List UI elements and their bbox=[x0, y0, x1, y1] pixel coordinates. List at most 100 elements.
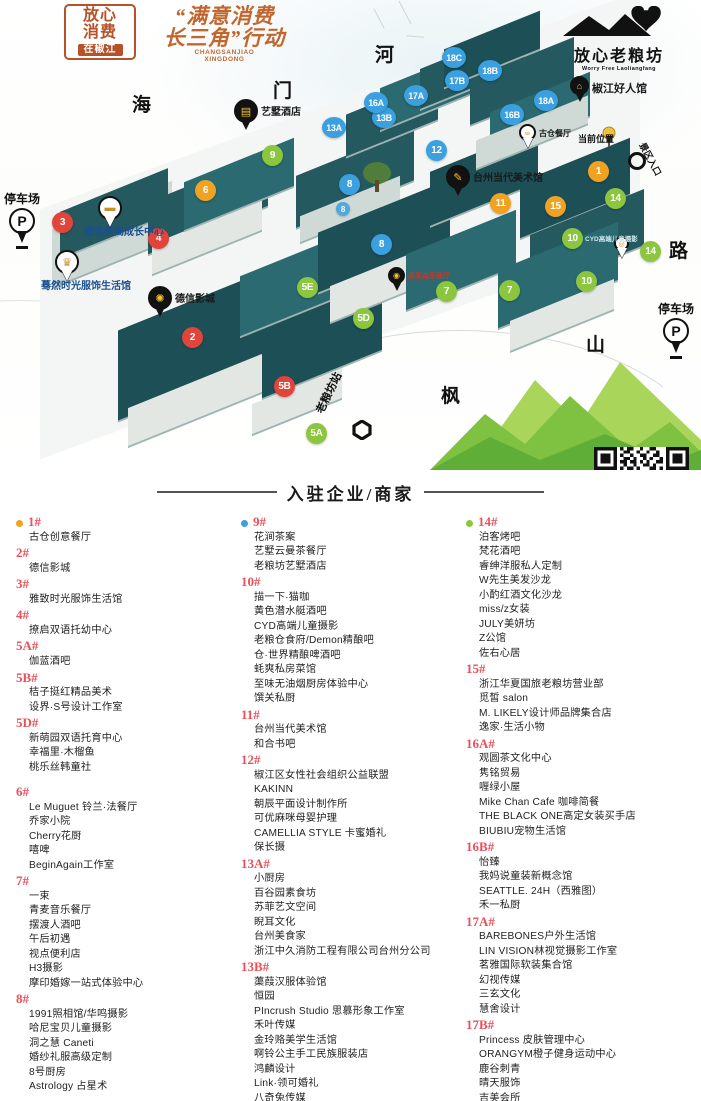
map-pin-hotel[interactable]: ▤ 艺墅酒店 bbox=[234, 99, 301, 130]
group-number[interactable]: 16B# bbox=[466, 839, 495, 855]
directory-entry[interactable]: 8号厨房 bbox=[29, 1066, 67, 1078]
directory-entry[interactable]: 古仓创意餐厅 bbox=[29, 531, 92, 543]
directory-entry[interactable]: 睿绅洋服私人定制 bbox=[479, 560, 563, 572]
map-pin-fashion[interactable]: ♛ 蓦然时光服饰生活馆 bbox=[41, 250, 131, 292]
directory-entry[interactable]: 和合书吧 bbox=[254, 738, 296, 750]
directory-entry[interactable]: 金玲赂美学生活馆 bbox=[254, 1034, 338, 1046]
directory-entry[interactable]: 保长摄 bbox=[254, 842, 286, 854]
directory-entry[interactable]: 啊铃公主手工民族服装店 bbox=[254, 1049, 369, 1061]
directory-entry[interactable]: 怡臻 bbox=[479, 856, 500, 868]
directory-entry[interactable]: 喱绿小屋 bbox=[479, 782, 521, 794]
directory-entry[interactable]: 嘻啤 bbox=[29, 845, 50, 857]
building-badge-11[interactable]: 11 bbox=[490, 193, 511, 214]
directory-entry[interactable]: 椒江区女性社会组织公益联盟 bbox=[254, 769, 390, 781]
directory-entry[interactable]: 摆渡人酒吧 bbox=[29, 919, 81, 931]
directory-entry[interactable]: 逸家·生活小物 bbox=[479, 722, 545, 734]
directory-entry[interactable]: Cherry花厨 bbox=[29, 830, 82, 842]
directory-entry[interactable]: 茗雅国际软装集合馆 bbox=[479, 960, 573, 972]
building-badge-10a[interactable]: 10 bbox=[562, 228, 583, 249]
group-number[interactable]: 8# bbox=[16, 991, 29, 1007]
group-number[interactable]: 11# bbox=[241, 706, 260, 722]
directory-entry[interactable]: 幸福里·木榴鱼 bbox=[29, 747, 95, 759]
map-pin-growth-center[interactable]: ▬ 建信星高成长中心 bbox=[84, 196, 164, 238]
building-badge-9[interactable]: 9 bbox=[262, 145, 283, 166]
directory-entry[interactable]: Mike Chan Cafe 咖啡简餐 bbox=[479, 796, 600, 808]
group-number[interactable]: 16A# bbox=[466, 735, 495, 751]
directory-entry[interactable]: Z公馆 bbox=[479, 633, 507, 645]
directory-entry[interactable]: 撩启双语托幼中心 bbox=[29, 624, 113, 636]
directory-entry[interactable]: 泊客烤吧 bbox=[479, 531, 521, 543]
directory-entry[interactable]: M. LIKELY设计师品牌集合店 bbox=[479, 707, 612, 719]
directory-entry[interactable]: KAKINN bbox=[254, 784, 294, 796]
directory-entry[interactable]: 花涧茶案 bbox=[254, 531, 296, 543]
building-badge-8c[interactable]: 8 bbox=[336, 202, 350, 216]
directory-entry[interactable]: 一束 bbox=[29, 890, 50, 902]
group-number[interactable]: 15# bbox=[466, 660, 486, 676]
directory-entry[interactable]: 婚纱礼服高级定制 bbox=[29, 1052, 113, 1064]
building-badge-16B[interactable]: 16B bbox=[500, 104, 524, 125]
building-badge-1[interactable]: 1 bbox=[588, 161, 609, 182]
directory-entry[interactable]: 可优麻咪母婴护理 bbox=[254, 813, 338, 825]
directory-entry[interactable]: 黄色潜水艇酒吧 bbox=[254, 606, 327, 618]
directory-entry[interactable]: SEATTLE. 24H（西雅图） bbox=[479, 885, 603, 897]
directory-entry[interactable]: 觅皙 salon bbox=[479, 693, 529, 705]
building-badge-10b[interactable]: 10 bbox=[576, 271, 597, 292]
parking-right[interactable]: 停车场 P bbox=[658, 300, 694, 359]
directory-entry[interactable]: 蕖葭汉服体验馆 bbox=[254, 976, 327, 988]
directory-entry[interactable]: JULY美妍坊 bbox=[479, 618, 536, 630]
directory-entry[interactable]: 设界·S号设计工作室 bbox=[29, 701, 123, 713]
directory-entry[interactable]: 蚝爽私房菜馆 bbox=[254, 664, 317, 676]
building-badge-17B[interactable]: 17B bbox=[445, 70, 469, 91]
building-badge-13A[interactable]: 13A bbox=[322, 117, 346, 138]
map-pin-art-museum[interactable]: ✎ 台州当代美术馆 bbox=[446, 165, 543, 196]
directory-entry[interactable]: Link·领可婚礼 bbox=[254, 1078, 319, 1090]
directory-entry[interactable]: PIncrush Studio 思慕形象工作室 bbox=[254, 1005, 405, 1017]
directory-entry[interactable]: 恒园 bbox=[254, 991, 275, 1003]
directory-entry[interactable]: 佐右心居 bbox=[479, 647, 521, 659]
directory-entry[interactable]: 青麦音乐餐厅 bbox=[29, 905, 92, 917]
group-number[interactable]: 5A# bbox=[16, 638, 39, 654]
building-badge-3[interactable]: 3 bbox=[52, 212, 73, 233]
group-number[interactable]: 6# bbox=[16, 784, 29, 800]
group-number[interactable]: 5B# bbox=[16, 669, 38, 685]
directory-entry[interactable]: 朝辰平面设计制作所 bbox=[254, 798, 348, 810]
building-badge-6[interactable]: 6 bbox=[195, 180, 216, 201]
directory-entry[interactable]: 观圆茶文化中心 bbox=[479, 753, 552, 765]
directory-entry[interactable]: W先生美发沙龙 bbox=[479, 575, 552, 587]
directory-entry[interactable]: 禾叶传媒 bbox=[254, 1020, 296, 1032]
group-number[interactable]: 3# bbox=[16, 576, 29, 592]
directory-entry[interactable]: 台州当代美术馆 bbox=[254, 724, 327, 736]
directory-entry[interactable]: THE BLACK ONE高定女装买手店 bbox=[479, 811, 636, 823]
directory-entry[interactable]: 艺墅云曼茶餐厅 bbox=[254, 546, 327, 558]
group-number[interactable]: 2# bbox=[16, 545, 29, 561]
directory-entry[interactable]: 老粮仓食府/Demon精酿吧 bbox=[254, 635, 374, 647]
directory-entry[interactable]: 洞之慧 Caneti bbox=[29, 1037, 94, 1049]
directory-entry[interactable]: 至味无油烟厨房体验中心 bbox=[254, 678, 369, 690]
map-pin-cyd-photo[interactable]: ◎ bbox=[614, 236, 629, 251]
directory-entry[interactable]: 描一下·猫咖 bbox=[254, 591, 310, 603]
directory-entry[interactable]: 幻视传媒 bbox=[479, 974, 521, 986]
building-badge-5A[interactable]: 5A bbox=[306, 423, 327, 444]
building-badge-14a[interactable]: 14 bbox=[605, 188, 626, 209]
group-number[interactable]: 17B# bbox=[466, 1017, 495, 1033]
directory-entry[interactable]: 德信影城 bbox=[29, 562, 71, 574]
building-badge-8b[interactable]: 8 bbox=[371, 234, 392, 255]
directory-entry[interactable]: 摩印婚嫁一站式体验中心 bbox=[29, 977, 144, 989]
directory-entry[interactable]: LIN VISION林视觉摄影工作室 bbox=[479, 945, 618, 957]
building-badge-18B[interactable]: 18B bbox=[478, 60, 502, 81]
building-badge-14b[interactable]: 14 bbox=[640, 241, 661, 262]
directory-entry[interactable]: 鹿谷刺青 bbox=[479, 1063, 521, 1075]
directory-entry[interactable]: 午后初遇 bbox=[29, 934, 71, 946]
directory-entry[interactable]: 晴天服饰 bbox=[479, 1078, 521, 1090]
directory-entry[interactable]: BAREBONES户外生活馆 bbox=[479, 931, 597, 943]
map-pin-gucang-dining[interactable]: ☕ 古仓餐厅 bbox=[519, 124, 571, 141]
building-badge-5D[interactable]: 5D bbox=[353, 308, 374, 329]
directory-entry[interactable]: 新萌园双语托育中心 bbox=[29, 732, 123, 744]
directory-entry[interactable]: Astrology 占星术 bbox=[29, 1081, 108, 1093]
directory-entry[interactable]: 浙江华夏国旅老粮坊营业部 bbox=[479, 678, 604, 690]
directory-entry[interactable]: 梵花酒吧 bbox=[479, 546, 521, 558]
directory-entry[interactable]: 隽铭贸易 bbox=[479, 767, 521, 779]
directory-entry[interactable]: 睨耳文化 bbox=[254, 916, 296, 928]
directory-entry[interactable]: 吉美会所 bbox=[479, 1092, 521, 1101]
directory-entry[interactable]: 小酌红酒文化沙龙 bbox=[479, 589, 563, 601]
